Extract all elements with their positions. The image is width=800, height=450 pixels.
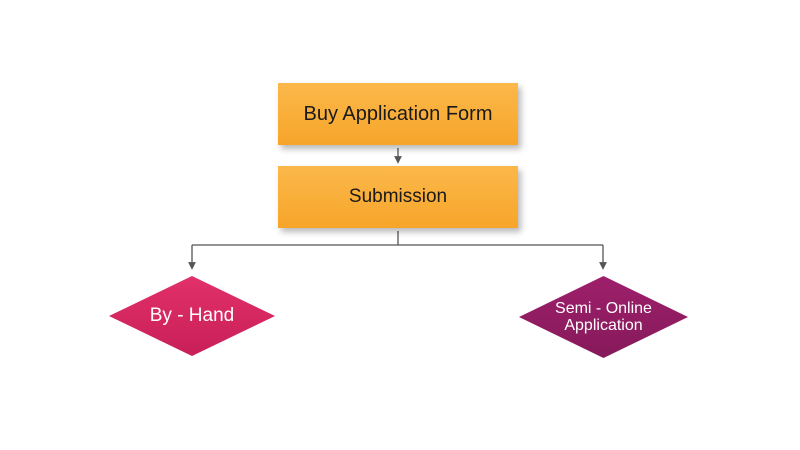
by-hand-diamond-shape [109, 276, 275, 356]
semi-online-label-line2: Application [564, 317, 643, 334]
submission-label: Submission [348, 186, 448, 207]
semi-online-diamond-shape [519, 276, 688, 358]
submission-box: Submission [278, 166, 518, 228]
by-hand-diamond: By - Hand [107, 274, 277, 358]
buy-application-form-box: Buy Application Form [278, 83, 518, 145]
buy-application-form-label: Buy Application Form [303, 102, 493, 125]
by-hand-label: By - Hand [149, 305, 235, 326]
semi-online-label-line1: Semi - Online [555, 300, 652, 317]
semi-online-diamond: Semi - Online Application [517, 274, 690, 360]
